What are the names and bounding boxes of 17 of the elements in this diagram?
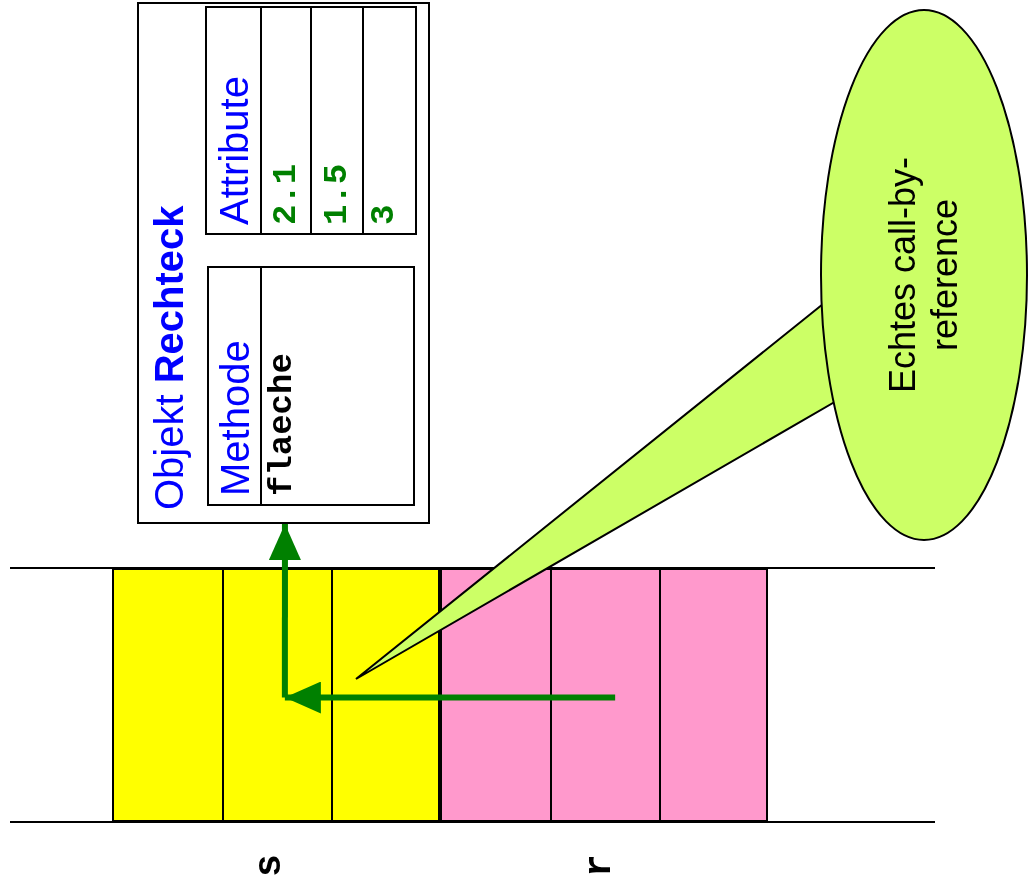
bubble-text: Echtes call-by-reference [882,155,966,396]
attribute-table [205,6,417,235]
object-box [137,2,430,524]
arrow [284,681,616,714]
table-value: flaeche [262,353,302,496]
variable-label: r [580,854,620,877]
variable-label: s [250,854,290,877]
table-value: 1.5 [317,163,357,225]
table-heading: Attribute [211,76,256,225]
table-value: 3 [364,204,404,225]
table-heading: Methode [212,340,257,496]
arrow [268,524,301,698]
memory-block [112,568,440,822]
object-title: Objekt Rechteck [147,205,191,510]
table-value: 2.1 [266,163,306,225]
method-table [207,266,415,506]
memory-block [440,568,768,822]
